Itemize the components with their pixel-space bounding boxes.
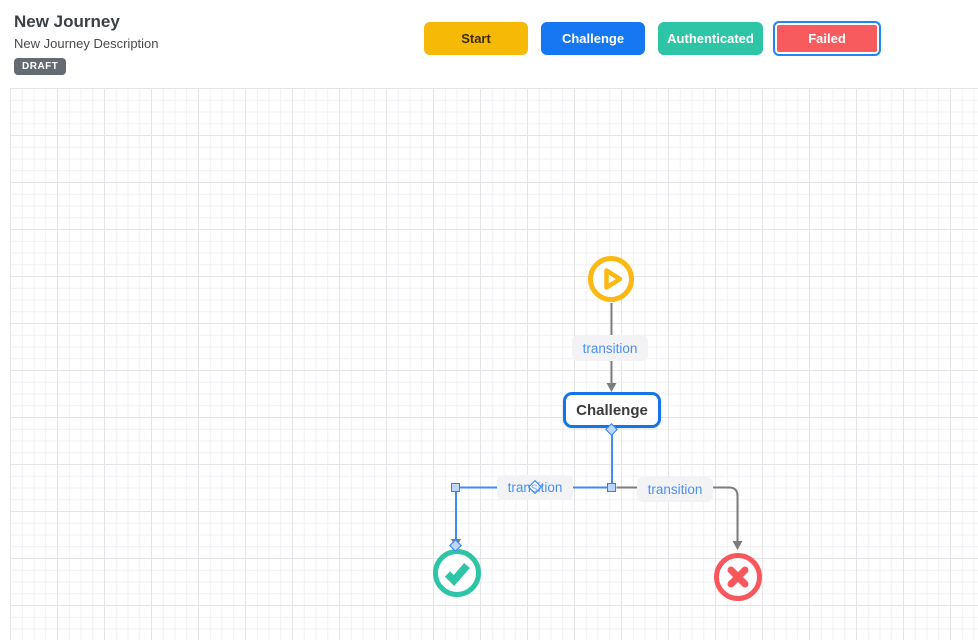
- edge-bend-handle[interactable]: [451, 483, 460, 492]
- failed-state-button[interactable]: Failed: [773, 21, 881, 56]
- edge-source-handle[interactable]: [607, 483, 616, 492]
- header: New Journey New Journey Description DRAF…: [0, 0, 978, 88]
- failed-node[interactable]: [713, 552, 763, 602]
- transition-label-challenge-failed[interactable]: transition: [637, 477, 713, 502]
- start-state-button[interactable]: Start: [424, 22, 528, 55]
- authenticated-node[interactable]: [432, 548, 482, 598]
- start-node[interactable]: [587, 255, 635, 303]
- check-icon: [433, 549, 481, 597]
- play-icon: [588, 256, 634, 302]
- page-title: New Journey: [14, 12, 120, 31]
- authenticated-state-button[interactable]: Authenticated: [658, 22, 763, 55]
- flow-canvas[interactable]: [10, 88, 978, 640]
- status-badge: DRAFT: [14, 58, 67, 75]
- challenge-node[interactable]: Challenge: [563, 392, 661, 428]
- transition-label-start-challenge[interactable]: transition: [572, 335, 648, 361]
- page-description: New Journey Description: [14, 36, 159, 51]
- challenge-state-button[interactable]: Challenge: [541, 22, 645, 55]
- x-icon: [714, 553, 762, 601]
